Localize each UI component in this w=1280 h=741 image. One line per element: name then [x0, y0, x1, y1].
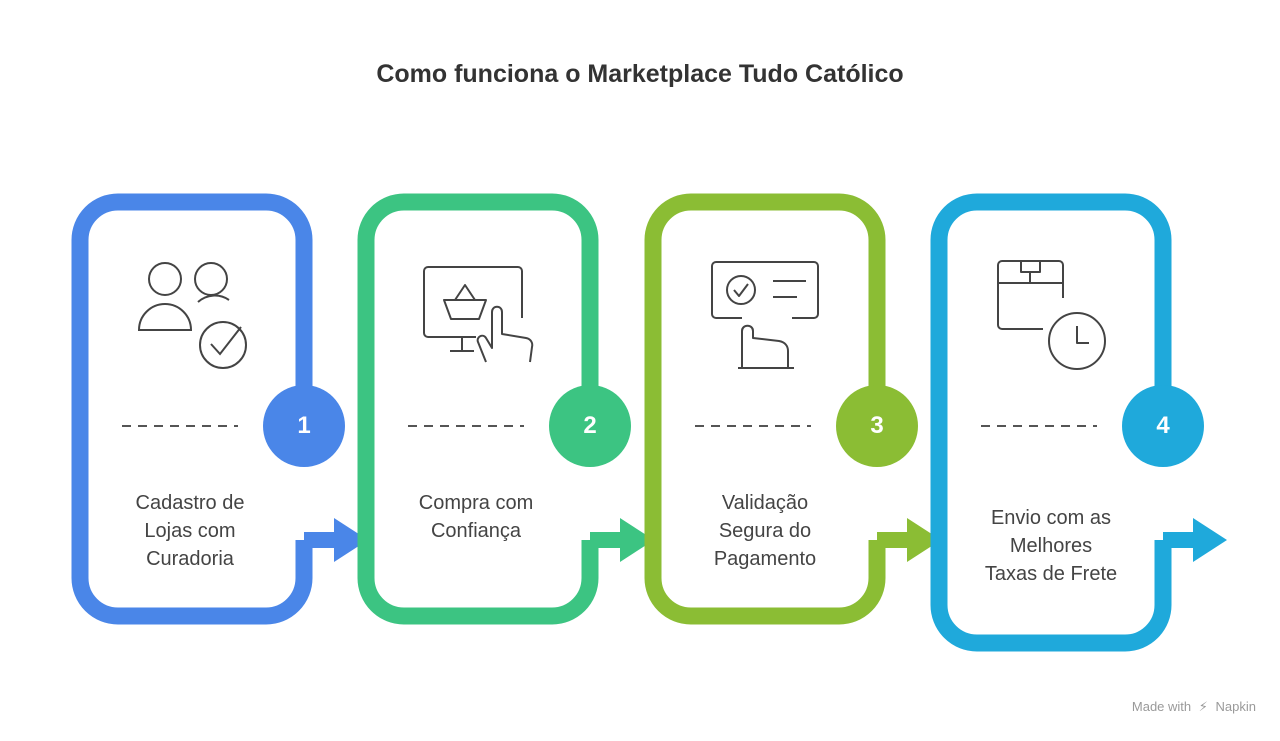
step-3-number: 3	[870, 412, 884, 439]
box-clock-icon	[997, 260, 1106, 370]
step-4-number: 4	[1156, 412, 1170, 439]
step-1-frame	[71, 193, 313, 625]
step-2	[357, 193, 654, 625]
step-3-label-line-1: Validação	[721, 492, 809, 514]
step-2-frame	[357, 193, 599, 625]
step-3-label: Validação Segura do Pagamento	[680, 489, 850, 573]
step-4-number-badge	[1122, 385, 1204, 467]
step-3-number-badge	[836, 385, 918, 467]
step-3-frame	[644, 193, 886, 625]
users-check-icon	[137, 262, 247, 369]
watermark-made-with: Made with	[1131, 699, 1192, 714]
step-4-label: Envio com as Melhores Taxas de Frete	[966, 504, 1136, 588]
monitor-basket-touch-icon	[423, 266, 534, 363]
step-1-label: Cadastro de Lojas com Curadoria	[105, 489, 275, 573]
step-2-number-badge	[549, 385, 631, 467]
step-4	[930, 193, 1227, 652]
step-4-frame	[930, 193, 1172, 652]
step-2-arrow	[590, 518, 654, 562]
step-1-label-line-3: Curadoria	[146, 548, 234, 570]
step-2-label-line-1: Compra com	[418, 492, 534, 514]
step-3-label-line-2: Segura do	[718, 520, 812, 542]
step-3-label-line-3: Pagamento	[713, 548, 817, 570]
diagram-title: Como funciona o Marketplace Tudo Católic…	[376, 60, 904, 88]
step-2-label-line-2: Confiança	[430, 520, 522, 542]
watermark-brand: Napkin	[1215, 699, 1256, 714]
step-1-label-line-1: Cadastro de	[135, 492, 245, 514]
step-1-number-badge	[263, 385, 345, 467]
step-1-arrow	[304, 518, 368, 562]
napkin-logo-icon: ⚡	[1198, 699, 1208, 714]
step-4-label-line-2: Melhores	[1009, 535, 1093, 557]
step-4-label-line-1: Envio com as	[990, 507, 1112, 529]
step-1	[71, 193, 368, 625]
step-2-label: Compra com Confiança	[391, 489, 561, 545]
napkin-watermark[interactable]: Made with ⚡ Napkin	[1132, 699, 1256, 715]
step-2-number: 2	[583, 412, 597, 439]
step-3-arrow	[877, 518, 941, 562]
payment-validation-icon	[711, 261, 819, 369]
step-3	[644, 193, 941, 625]
step-4-arrow	[1163, 518, 1227, 562]
step-1-number: 1	[297, 412, 311, 439]
step-4-label-line-3: Taxas de Frete	[984, 563, 1118, 585]
step-1-label-line-2: Lojas com	[144, 520, 236, 542]
